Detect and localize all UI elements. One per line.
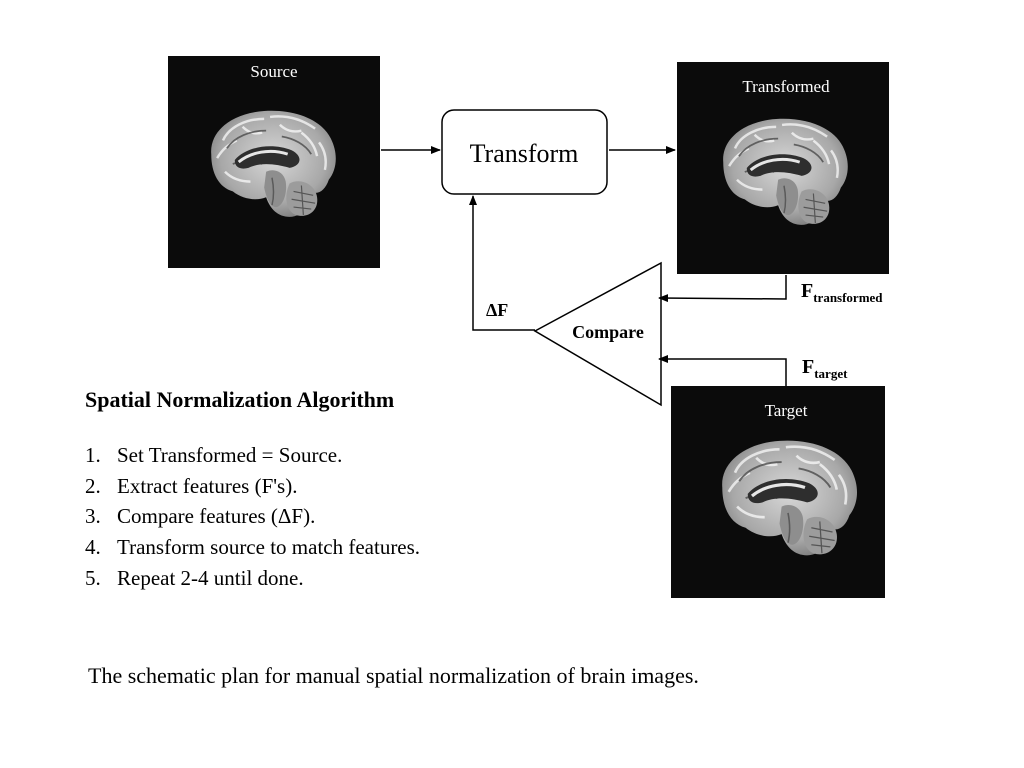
target-label: Target bbox=[765, 401, 808, 420]
algorithm-title: Spatial Normalization Algorithm bbox=[85, 387, 395, 412]
algorithm-steps: 1. Set Transformed = Source. 2. Extract fe… bbox=[85, 440, 420, 594]
step-number: 4. bbox=[85, 535, 101, 560]
transform-label: Transform bbox=[470, 139, 579, 168]
transformed-panel: Transformed bbox=[677, 62, 889, 274]
step-number: 5. bbox=[85, 565, 101, 590]
step-number: 1. bbox=[85, 443, 101, 467]
f-transformed-main: F bbox=[801, 280, 813, 302]
step-number: 2. bbox=[85, 473, 101, 498]
compare-node: Compare bbox=[533, 261, 662, 407]
f-transformed-label: Ftransformed bbox=[801, 280, 883, 305]
step-text: Transform source to match features. bbox=[117, 535, 421, 560]
step-text: Set Transformed = Source. bbox=[117, 443, 343, 467]
f-target-label: Ftarget bbox=[802, 356, 848, 381]
target-features-arrow bbox=[658, 355, 787, 386]
transformed-label: Transformed bbox=[742, 77, 830, 96]
f-target-subscript: target bbox=[814, 366, 848, 381]
transformed-features-arrow bbox=[658, 275, 787, 303]
target-panel: Target bbox=[671, 386, 885, 598]
algorithm-step: 3. Compare features (ΔF). bbox=[85, 501, 420, 532]
transform-node: Transform bbox=[441, 109, 608, 195]
f-transformed-subscript: transformed bbox=[813, 290, 883, 305]
step-text: Extract features (F's). bbox=[117, 473, 298, 498]
algorithm-step: 1. Set Transformed = Source. bbox=[85, 440, 420, 471]
algorithm-step: 5. Repeat 2-4 until done. bbox=[85, 563, 420, 594]
algorithm-step: 4. Transform source to match features. bbox=[85, 532, 420, 563]
delta-feedback-arrow bbox=[469, 195, 535, 331]
step-text: Repeat 2-4 until done. bbox=[117, 565, 304, 590]
step-text: Compare features (ΔF). bbox=[117, 504, 316, 529]
delta-f-label: ΔF bbox=[486, 300, 508, 320]
f-target-main: F bbox=[802, 356, 814, 378]
connectors bbox=[381, 146, 787, 386]
compare-triangle bbox=[533, 261, 662, 407]
figure-caption: The schematic plan for manual spatial no… bbox=[88, 663, 699, 688]
step-number: 3. bbox=[85, 504, 101, 529]
source-panel: Source bbox=[168, 56, 380, 268]
source-label: Source bbox=[250, 62, 297, 81]
algorithm-step: 2. Extract features (F's). bbox=[85, 471, 420, 502]
transform-box bbox=[441, 109, 608, 195]
compare-label: Compare bbox=[572, 322, 644, 342]
